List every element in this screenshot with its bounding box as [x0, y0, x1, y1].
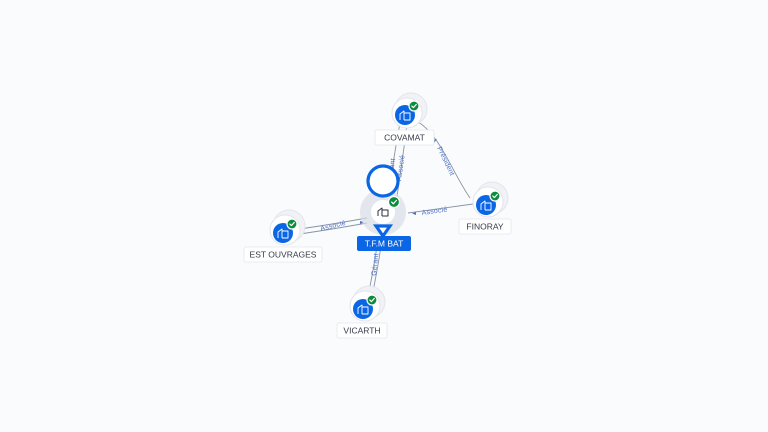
edge-label-vicarth-tfm: Gérant [371, 253, 380, 276]
verified-check-icon [408, 100, 420, 112]
node-label-est-ouvrages: EST OUVRAGES [250, 250, 317, 260]
node-est-ouvrages[interactable]: EST OUVRAGES [243, 209, 323, 263]
edge-finoray-tfm[interactable] [407, 203, 474, 214]
node-finoray[interactable]: FINORAY [458, 181, 512, 235]
edge-est-tfm-a[interactable] [299, 217, 368, 230]
edge-covamat-finoray[interactable] [417, 121, 471, 199]
node-vicarth[interactable]: VICARTH [336, 285, 388, 339]
node-label-finoray: FINORAY [466, 222, 503, 232]
verified-check-icon [366, 294, 378, 306]
verified-check-icon [489, 190, 501, 202]
edge-label-est-tfm: Associé [320, 220, 347, 233]
arrow-icon [412, 212, 416, 215]
company-building-icon [399, 110, 411, 121]
verified-check-icon [387, 195, 401, 209]
company-building-icon [277, 228, 289, 239]
node-covamat[interactable]: COVAMAT [374, 92, 435, 146]
company-building-icon [480, 200, 492, 211]
node-label-tfm-bat: T.F.M BAT [365, 239, 404, 249]
node-label-covamat: COVAMAT [384, 133, 425, 143]
company-building-icon [357, 304, 369, 315]
location-pin-icon [366, 164, 400, 239]
edge-label-finoray-tfm: Associé [421, 206, 448, 217]
node-center-tfm-bat[interactable]: T.F.M BAT [357, 164, 411, 251]
node-label-vicarth: VICARTH [343, 326, 380, 336]
edge-est-tfm-b[interactable] [299, 222, 368, 235]
verified-check-icon [286, 218, 298, 230]
company-building-icon [377, 207, 389, 217]
edge-label-covamat-tfm-associe: Associé [396, 155, 407, 182]
edge-label-covamat-finoray: Président [435, 146, 455, 177]
